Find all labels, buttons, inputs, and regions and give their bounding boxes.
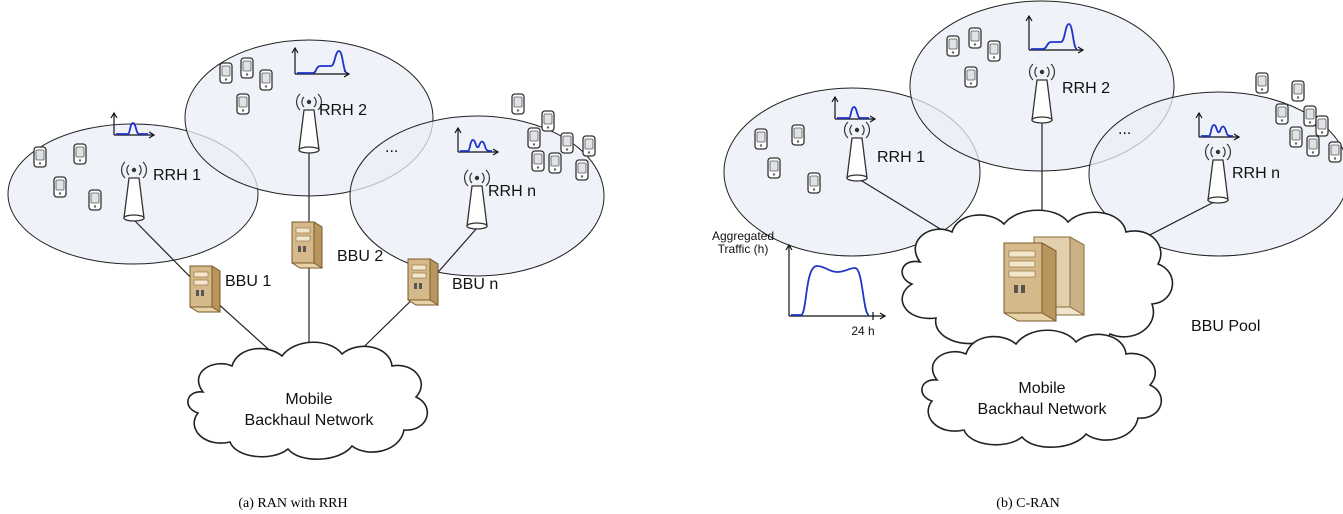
mobile-backhaul-cloud-a xyxy=(187,341,428,460)
caption-b: (b) C-RAN xyxy=(996,496,1059,511)
cloud-a-line2: Backhaul Network xyxy=(245,412,375,429)
rrh-2-label: RRH 2 xyxy=(319,102,367,119)
bbu-pool-server-icon xyxy=(1003,236,1085,322)
cloud-a-line1: Mobile xyxy=(285,391,332,408)
bbu-n-server-icon xyxy=(407,258,439,306)
panel-a: Mobile Backhaul Network xyxy=(7,39,605,511)
aggregated-traffic-chart xyxy=(785,243,887,320)
panel-b: Mobile Backhaul Network xyxy=(712,0,1343,511)
ellipsis-a: ... xyxy=(385,139,398,156)
aggregated-traffic-label-line1: Aggregated xyxy=(712,229,774,243)
bbu-2-server-icon xyxy=(291,221,323,269)
bbu-1-label: BBU 1 xyxy=(225,273,271,290)
traffic-chart-icon xyxy=(291,46,351,78)
rrh-1-label: RRH 1 xyxy=(153,167,201,184)
traffic-chart-icon xyxy=(454,126,500,156)
traffic-chart-icon xyxy=(1025,14,1085,54)
traffic-chart-icon xyxy=(1195,111,1241,141)
rrh-b-1-label: RRH 1 xyxy=(877,149,925,166)
rrh-b-2-label: RRH 2 xyxy=(1062,80,1110,97)
cloud-b-line2: Backhaul Network xyxy=(978,401,1108,418)
bbu-2-label: BBU 2 xyxy=(337,248,383,265)
mobile-backhaul-cloud-b xyxy=(921,329,1162,448)
caption-a: (a) RAN with RRH xyxy=(238,496,347,511)
rrh-b-n-label: RRH n xyxy=(1232,165,1280,182)
cloud-b-line1: Mobile xyxy=(1018,380,1065,397)
bbu-n-label: BBU n xyxy=(452,276,498,293)
rrh-n-label: RRH n xyxy=(488,183,536,200)
bbu-1-server-icon xyxy=(189,265,221,313)
aggregated-traffic-label-line2: Traffic (h) xyxy=(718,242,769,256)
bbu-pool-label: BBU Pool xyxy=(1191,318,1260,335)
traffic-x-label: 24 h xyxy=(851,324,874,338)
ellipsis-b: ... xyxy=(1118,121,1131,138)
